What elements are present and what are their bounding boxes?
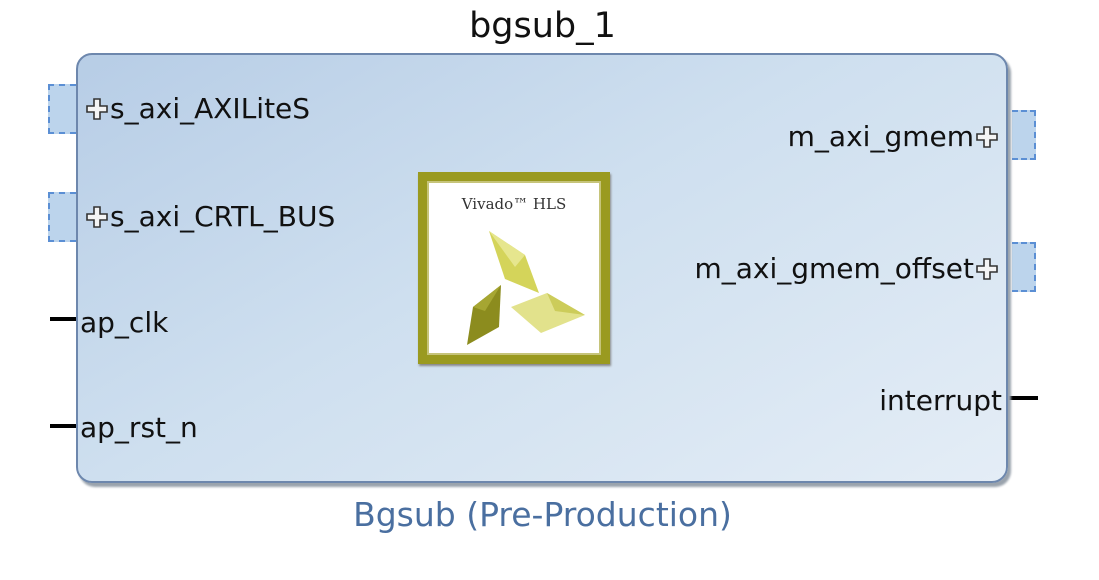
- pin-line-ap-clk[interactable]: [50, 317, 78, 321]
- port-label-m-axi-gmem-offset: m_axi_gmem_offset: [694, 252, 974, 285]
- logo-text: Vivado™ HLS: [461, 195, 567, 213]
- bus-connector-s-axi-axilites[interactable]: [48, 84, 76, 134]
- pin-line-interrupt[interactable]: [1006, 396, 1038, 400]
- pin-line-ap-rst-n[interactable]: [50, 424, 78, 428]
- port-label-m-axi-gmem: m_axi_gmem: [787, 120, 974, 153]
- port-label-s-axi-crtl-bus: s_axi_CRTL_BUS: [110, 200, 336, 233]
- block-subtitle: Bgsub (Pre-Production): [353, 495, 732, 534]
- port-label-ap-rst-n: ap_rst_n: [80, 411, 198, 444]
- block-instance-name: bgsub_1: [469, 6, 616, 46]
- vivado-hls-logo: Vivado™ HLS: [418, 172, 610, 364]
- vivado-leaves-icon: [467, 231, 585, 345]
- port-label-ap-clk: ap_clk: [80, 306, 169, 339]
- port-label-s-axi-axilites: s_axi_AXILiteS: [110, 92, 311, 125]
- bus-connector-s-axi-crtl-bus[interactable]: [48, 192, 76, 242]
- bus-plus-icon[interactable]: [976, 126, 998, 148]
- bus-connector-m-axi-gmem-offset[interactable]: [1012, 242, 1036, 292]
- port-label-interrupt: interrupt: [879, 384, 1002, 417]
- bus-plus-icon[interactable]: [86, 98, 108, 120]
- bus-plus-icon[interactable]: [86, 206, 108, 228]
- ip-block[interactable]: s_axi_AXILiteS s_axi_CRTL_BUS ap_clk ap_…: [76, 53, 1008, 483]
- bus-connector-m-axi-gmem[interactable]: [1012, 110, 1036, 160]
- bus-plus-icon[interactable]: [976, 258, 998, 280]
